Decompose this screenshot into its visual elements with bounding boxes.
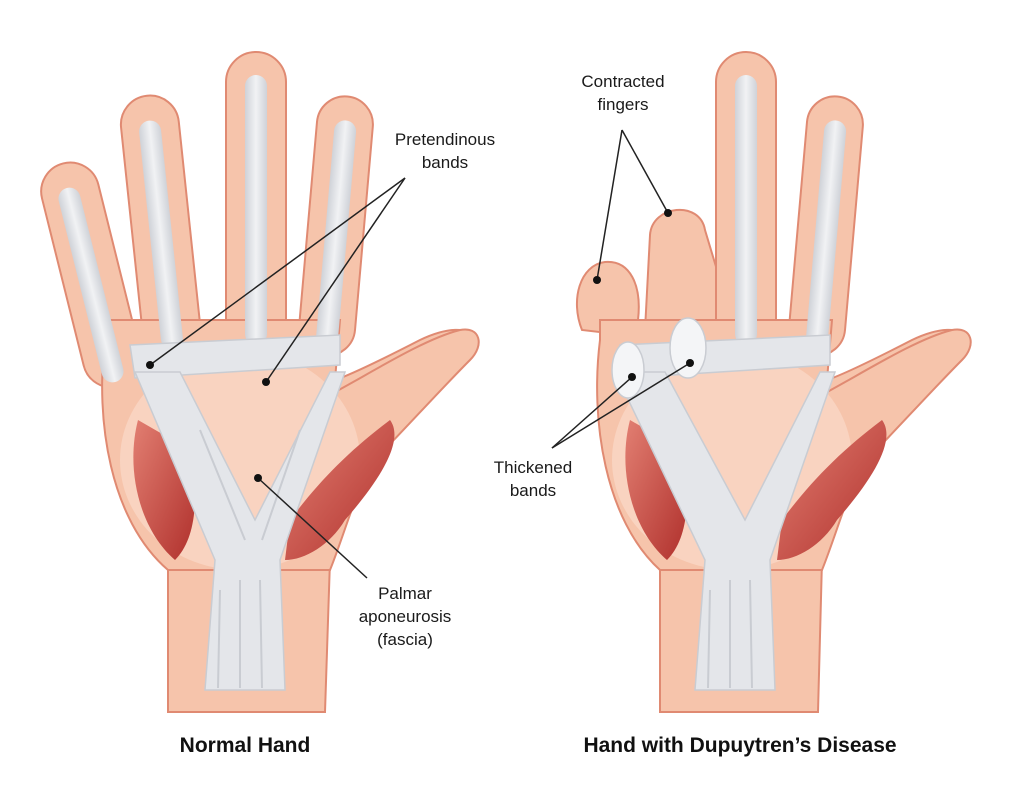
disease-tendon-index: [805, 120, 847, 350]
disease-nodule-pinky: [611, 341, 645, 399]
label-pretendinous-line1: Pretendinous: [394, 130, 496, 149]
caption-normal-hand: Normal Hand: [179, 734, 311, 757]
leader-lines: [149, 129, 691, 579]
leader-contracted-2: [621, 129, 669, 214]
leader-contracted-1: [596, 129, 623, 281]
normal-tendon-index: [315, 120, 357, 350]
label-contracted-fingers: Contracted fingers: [558, 70, 688, 116]
dot-palmar: [254, 474, 262, 482]
normal-transverse-band: [129, 334, 341, 379]
disease-tendon-middle: [735, 75, 757, 345]
label-palmar-line1: Palmar: [378, 584, 432, 603]
leader-palmar: [257, 477, 368, 579]
label-pretendinous-bands: Pretendinous bands: [375, 128, 515, 174]
dot-pretendinous-2: [262, 378, 270, 386]
disease-nodule-ring: [669, 317, 707, 379]
label-contracted-line1: Contracted: [581, 72, 665, 91]
leader-pretendinous-1: [149, 177, 406, 366]
dot-pretendinous-1: [146, 361, 154, 369]
dot-thickened-2: [686, 359, 694, 367]
label-palmar-aponeurosis: Palmar aponeurosis (fascia): [345, 582, 465, 651]
disease-hand: [575, 51, 972, 713]
disease-pinky-contracted: [575, 260, 640, 337]
normal-tendon-pinky: [58, 187, 124, 383]
leader-dots: [146, 209, 694, 482]
leader-thickened-1: [551, 376, 633, 449]
label-thickened-line1: Thickened: [493, 458, 573, 477]
dot-contracted-2: [664, 209, 672, 217]
disease-thumb: [810, 328, 972, 477]
normal-aponeurosis-stripes: [199, 429, 301, 689]
disease-aponeurosis-stripes: [707, 579, 753, 689]
label-thickened-bands: Thickened bands: [478, 456, 588, 502]
label-palmar-line2: aponeurosis: [358, 607, 452, 626]
normal-hand: [40, 51, 480, 713]
normal-thumb: [318, 328, 480, 477]
disease-palmar-aponeurosis-shape: [613, 371, 837, 691]
label-palmar-line3: (fascia): [377, 630, 433, 649]
dot-thickened-1: [628, 373, 636, 381]
caption-dupuytrens-hand: Hand with Dupuytren’s Disease: [583, 734, 897, 757]
leader-pretendinous-2: [265, 177, 406, 383]
normal-tendon-middle: [245, 75, 267, 345]
normal-tendon-ring: [139, 120, 183, 350]
leader-thickened-2: [551, 362, 691, 449]
label-contracted-line2: fingers: [597, 95, 649, 114]
label-pretendinous-line2: bands: [421, 153, 469, 172]
disease-thenar-muscle: [777, 420, 887, 560]
label-thickened-line2: bands: [509, 481, 557, 500]
normal-thenar-muscle: [285, 420, 395, 560]
dot-contracted-1: [593, 276, 601, 284]
